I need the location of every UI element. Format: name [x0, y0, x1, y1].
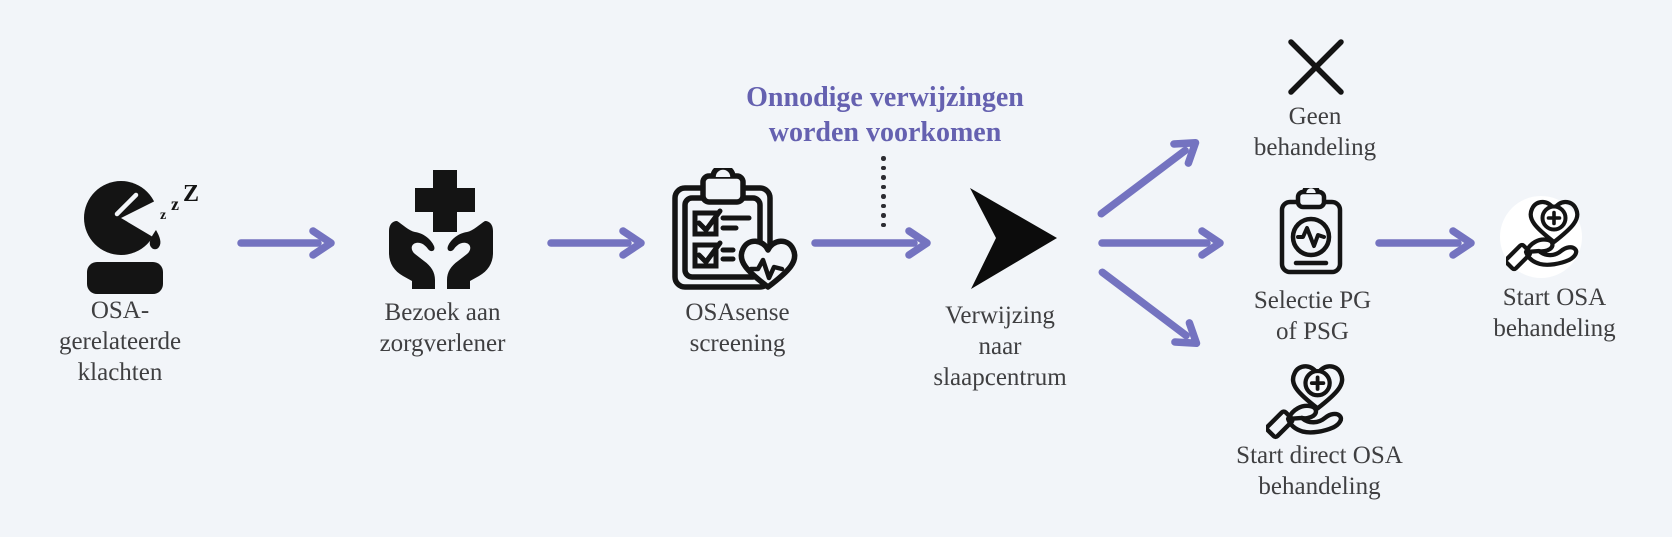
annotation-line: Onnodige verwijzingen	[746, 82, 1024, 113]
flow-arrow-icon	[1375, 227, 1475, 259]
svg-text:z: z	[160, 208, 166, 223]
outcome-label-pg-psg: Selectie PG of PSG	[1230, 285, 1395, 347]
checklist-heart-icon	[672, 168, 798, 290]
annotation-line: worden voorkomen	[768, 117, 1002, 148]
label-line: naar	[978, 333, 1022, 360]
svg-text:z: z	[171, 194, 179, 214]
annotation-text: Onnodige verwijzingen worden voorkomen	[705, 80, 1065, 150]
branch-arrow-down-icon	[1098, 268, 1201, 348]
hand-heart-icon	[1266, 364, 1345, 440]
stage-label-care-visit: Bezoek aan zorgverlener	[355, 297, 530, 359]
referral-dart-icon	[970, 188, 1057, 289]
outcome-label-no-treatment: Geen behandeling	[1230, 101, 1400, 163]
branch-arrow-up-icon	[1097, 138, 1200, 218]
stage-label-osasense-screening: OSAsense screening	[650, 297, 825, 359]
x-mark-icon	[1288, 39, 1344, 95]
label-line: behandeling	[1258, 473, 1381, 500]
outcome-label-start-osa: Start OSA behandeling	[1462, 282, 1647, 344]
hands-medical-cross-icon	[389, 170, 493, 289]
label-line: Start OSA	[1502, 284, 1607, 311]
label-line: screening	[689, 330, 786, 357]
dotted-line	[881, 156, 886, 227]
sleeping-person-icon: z z Z	[84, 181, 199, 294]
label-line: zorgverlener	[379, 330, 506, 357]
outcome-label-start-direct-osa: Start direct OSA behandeling	[1212, 440, 1427, 502]
label-line: Bezoek aan	[384, 299, 501, 326]
label-line: gerelateerde	[58, 328, 182, 355]
label-line: slaapcentrum	[933, 364, 1067, 391]
flow-arrow-icon	[237, 227, 335, 259]
label-line: Verwijzing	[945, 302, 1055, 329]
label-line: of PSG	[1276, 318, 1349, 345]
branch-arrow-middle-icon	[1098, 227, 1224, 259]
svg-text:Z: Z	[183, 181, 199, 207]
label-line: Selectie PG	[1253, 287, 1372, 314]
label-line: OSAsense	[685, 299, 790, 326]
flow-arrow-icon	[811, 227, 931, 259]
label-line: Geen	[1288, 103, 1342, 130]
stage-label-osa-complaints: OSA- gerelateerde klachten	[25, 295, 215, 388]
hand-heart-icon	[1506, 199, 1580, 272]
stage-label-referral: Verwijzing naar slaapcentrum	[915, 300, 1085, 393]
label-line: OSA-	[90, 297, 150, 324]
label-line: behandeling	[1493, 315, 1616, 342]
clipboard-pulse-icon	[1279, 188, 1343, 275]
label-line: behandeling	[1253, 134, 1377, 161]
label-line: klachten	[77, 359, 163, 386]
label-line: Start direct OSA	[1236, 442, 1403, 469]
flow-arrow-icon	[547, 227, 645, 259]
